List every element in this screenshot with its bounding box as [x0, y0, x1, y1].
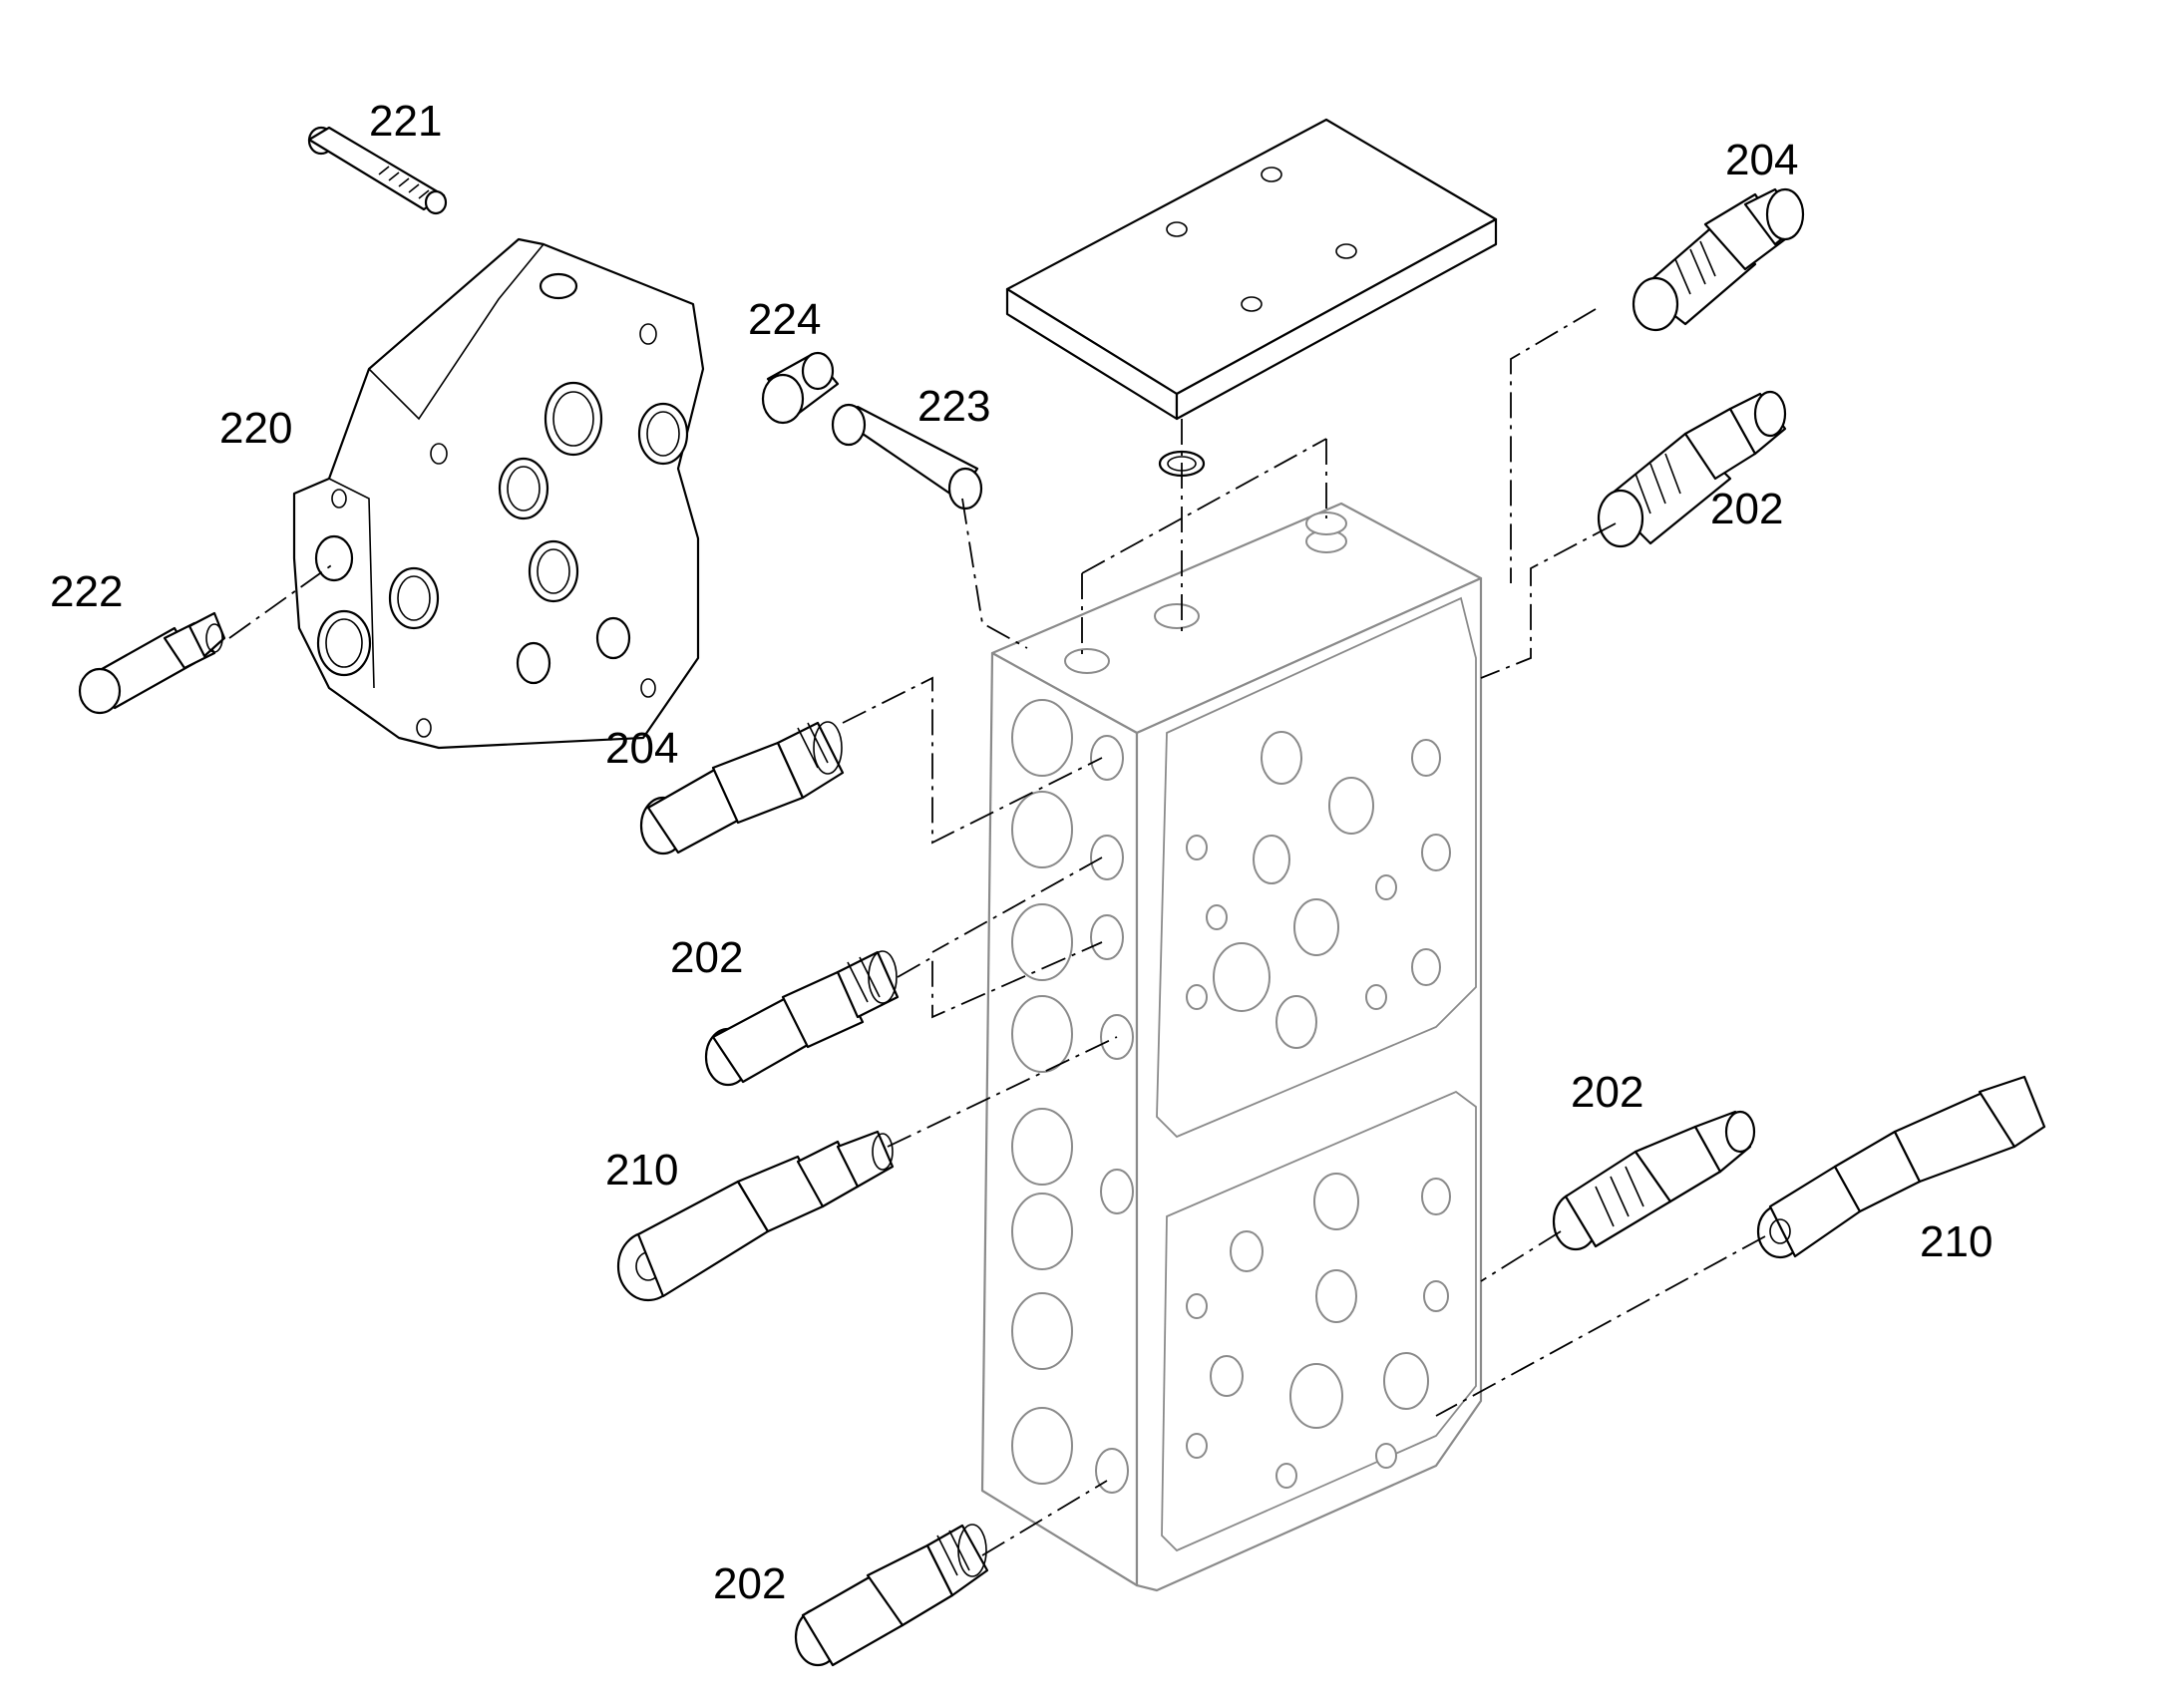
end-cover	[292, 237, 705, 750]
valve-cartridge-222	[78, 611, 226, 715]
callout-202-left: 202	[670, 933, 743, 982]
callout-210-right: 210	[1920, 1217, 1993, 1266]
callout-210-left: 210	[605, 1146, 678, 1195]
pin	[831, 403, 983, 511]
callout-202-bottom: 202	[713, 1559, 786, 1608]
valve-cartridge-202-right-upper	[1597, 390, 1787, 548]
callout-223: 223	[917, 382, 990, 431]
callout-202-right-upper: 202	[1710, 485, 1783, 533]
valve-cartridge-210-right	[1756, 1075, 2046, 1259]
callout-220: 220	[219, 404, 292, 453]
callout-221: 221	[369, 97, 442, 146]
callout-204-right: 204	[1725, 136, 1798, 184]
top-cover-plate	[1005, 118, 1498, 421]
bolt	[307, 126, 448, 215]
valve-cartridge-204-right	[1632, 187, 1805, 332]
valve-cartridge-204-left	[639, 721, 845, 855]
plug	[761, 351, 840, 425]
callout-labels: 221 220 222 224 223 204 202 204 202 210 …	[50, 97, 1993, 1608]
valve-cartridge-210-left	[616, 1130, 895, 1302]
valve-cartridge-202-right-lower	[1552, 1110, 1756, 1251]
valve-cartridge-202-bottom	[794, 1524, 989, 1667]
callout-204-left: 204	[605, 724, 678, 773]
valve-cartridge-202-left-middle	[704, 950, 900, 1087]
valve-block-body	[980, 502, 1483, 1592]
callout-222: 222	[50, 567, 123, 616]
callout-202-right-lower: 202	[1571, 1068, 1643, 1117]
callout-224: 224	[748, 295, 821, 344]
assembly-centerlines	[228, 308, 1766, 1556]
